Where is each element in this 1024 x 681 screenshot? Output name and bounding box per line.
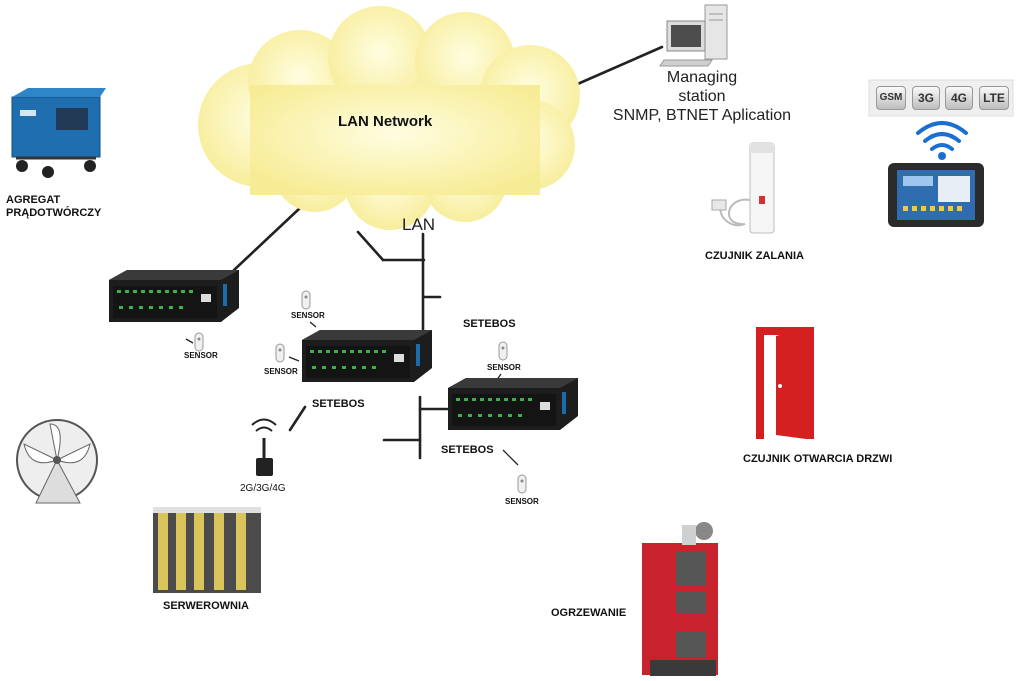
wifi-icon: [916, 121, 968, 151]
generator-label-line: AGREGAT: [6, 194, 61, 206]
computer-icon: [659, 4, 728, 67]
flood-sensor-label: CZUJNIK ZALANIA: [705, 250, 804, 262]
generator-label: AGREGAT PRĄDOTWÓRCZY: [6, 194, 101, 220]
sensor-icon: [517, 474, 527, 494]
4g-badge: 4G: [945, 86, 973, 110]
sensor-label: SENSOR: [264, 367, 298, 376]
lan-cloud: [198, 6, 580, 230]
door-icon: [756, 327, 814, 439]
setebos-device: [448, 378, 578, 430]
boiler-icon: [642, 522, 718, 676]
cloud-left-setebos-link: [232, 206, 302, 272]
generator-label-line: PRĄDOTWÓRCZY: [6, 207, 102, 219]
server-room-icon: [153, 507, 261, 593]
sensor-link: [288, 356, 300, 362]
sensor-icon: [275, 343, 285, 363]
lan-label: LAN: [402, 215, 436, 234]
managing-station-line: Managing: [666, 69, 738, 86]
sensor-label: SENSOR: [505, 497, 539, 506]
heating-label: OGRZEWANIE: [551, 607, 627, 619]
cloud-station-link: [571, 45, 664, 88]
sensor-link: [309, 321, 317, 328]
setebos-device: [302, 330, 432, 382]
server-room-label: SERWEROWNIA: [163, 600, 249, 612]
3g-badge: 3G: [912, 86, 940, 110]
generator-icon: [11, 88, 106, 178]
door-sensor-label: CZUJNIK OTWARCIA DRZWI: [743, 453, 893, 465]
lte-badge: LTE: [979, 86, 1009, 110]
modem-label: 2G/3G/4G: [240, 483, 286, 494]
sensor-label: SENSOR: [291, 311, 325, 320]
setebos-label: SETEBOS: [463, 318, 516, 330]
setebos-label: SETEBOS: [312, 398, 365, 410]
lan-diagonal-link: [356, 230, 385, 262]
setebos-device: [109, 270, 239, 322]
sensor-label: SENSOR: [487, 363, 521, 372]
fan-icon: [16, 419, 98, 504]
tablet-icon: [888, 163, 984, 227]
sensor-label: SENSOR: [184, 351, 218, 360]
managing-station-line: SNMP, BTNET Aplication: [612, 107, 792, 124]
sensor-icon: [194, 332, 204, 352]
modem-link: [288, 405, 307, 432]
sensor-icon: [498, 341, 508, 361]
setebos-label: SETEBOS: [441, 444, 494, 456]
sensor-link: [502, 449, 519, 466]
sensor-icon: [301, 290, 311, 310]
sensor-link: [185, 338, 194, 344]
flood-sensor-icon: [711, 142, 775, 234]
cloud-title: LAN Network: [338, 113, 433, 130]
gsm-badge: GSM: [876, 86, 906, 110]
managing-station-line: station: [678, 88, 726, 105]
managing-station-label: Managing station SNMP, BTNET Aplication: [602, 68, 802, 125]
modem-icon: [251, 418, 277, 476]
